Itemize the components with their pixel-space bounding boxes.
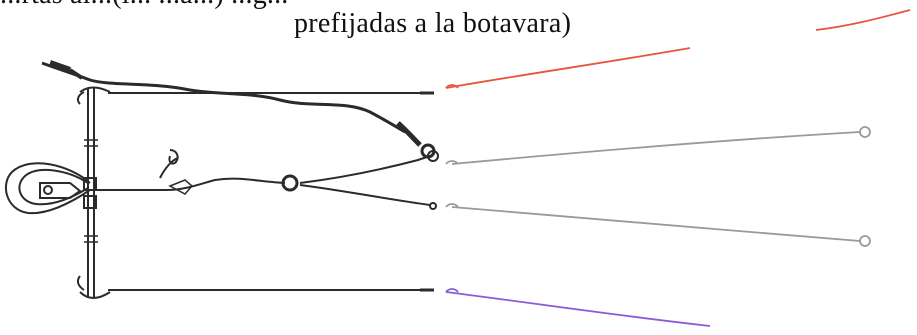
front-lines — [41, 60, 436, 292]
chicken-loop — [4, 162, 97, 215]
steering-lines — [445, 126, 871, 247]
control-bar — [76, 86, 111, 299]
caption: ...rtas al...(l... ...a...) ...g... pref… — [0, 0, 917, 40]
depower-line — [96, 149, 439, 210]
caption-line-top: ...rtas al...(l... ...a...) ...g... — [0, 0, 289, 9]
caption-line-main: prefijadas a la botavara) — [294, 8, 572, 39]
line-extensions — [445, 9, 911, 327]
